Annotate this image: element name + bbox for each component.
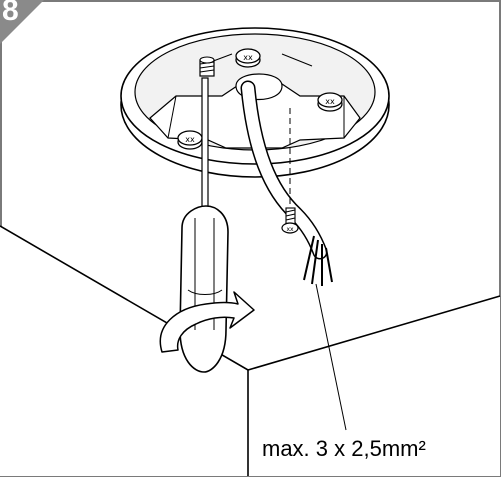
step-number: 8	[2, 0, 19, 27]
rotate-clockwise-arrow-icon	[159, 291, 255, 353]
base-screw-top: xx	[235, 48, 261, 68]
screw-icon: xx	[281, 207, 299, 234]
step-badge	[0, 0, 44, 44]
svg-text:xx: xx	[243, 53, 253, 62]
wire-spec-label: max. 3 x 2,5mm²	[262, 436, 426, 461]
svg-text:xx: xx	[325, 97, 335, 106]
svg-text:xx: xx	[286, 226, 294, 233]
svg-text:xx: xx	[185, 135, 195, 144]
base-screw-left: xx	[177, 130, 203, 150]
base-screw-driven	[199, 56, 215, 77]
base-screw-right: xx	[317, 92, 343, 112]
screwdriver-icon	[179, 77, 229, 373]
